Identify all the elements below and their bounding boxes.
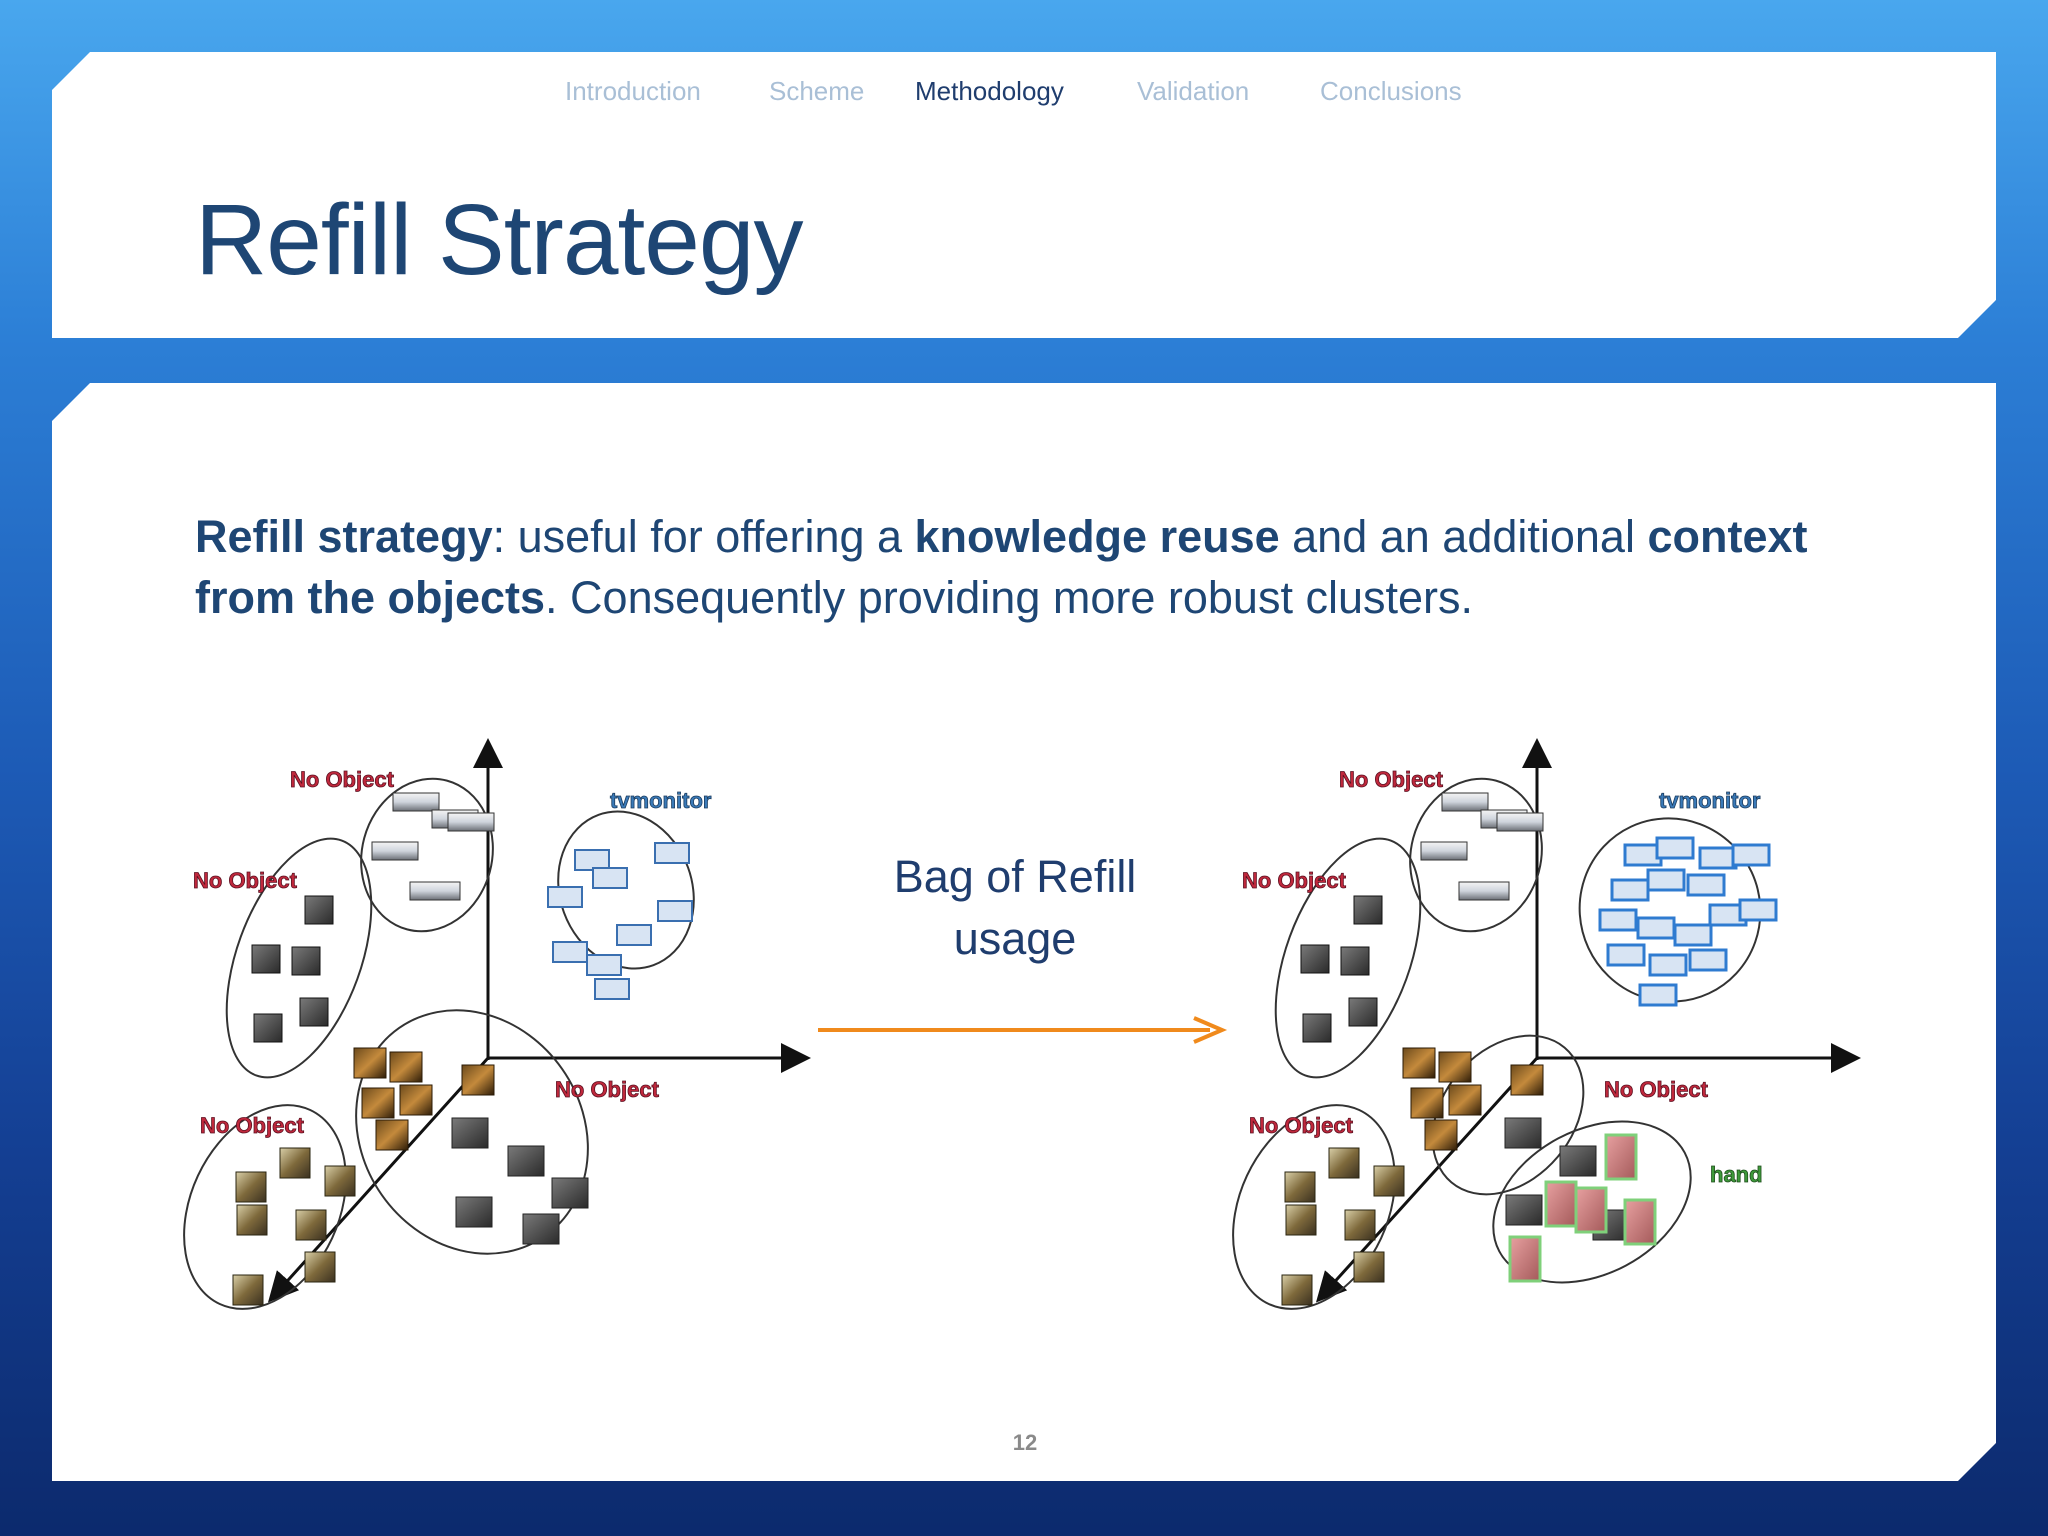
left-cluster-plot: No Object tvmonitor No Object No Object … xyxy=(183,738,811,1310)
nav-introduction[interactable]: Introduction xyxy=(565,76,701,106)
body-text-1: : useful for offering a xyxy=(492,511,915,562)
right-label-tvmonitor: tvmonitor xyxy=(1659,788,1761,813)
left-label-no-object-top: No Object xyxy=(290,767,395,792)
arrow-label: Bag of Refill usage xyxy=(893,851,1137,964)
body-text-3: . Consequently providing more robust clu… xyxy=(545,572,1473,623)
right-label-no-object-bottom: No Object xyxy=(1249,1113,1354,1138)
body-paragraph: Refill strategy: useful for offering a k… xyxy=(195,506,1895,628)
right-label-no-object-left: No Object xyxy=(1242,868,1347,893)
body-bold-2: context from the objects xyxy=(195,511,1808,623)
right-label-hand: hand xyxy=(1710,1162,1763,1187)
body-text-2: and an additional xyxy=(1279,511,1648,562)
right-label-no-object-right: No Object xyxy=(1604,1077,1709,1102)
transfer-arrow xyxy=(818,1016,1228,1044)
body-term: Refill strategy xyxy=(195,511,493,562)
page-title: Refill Strategy xyxy=(195,184,803,296)
right-label-no-object-top: No Object xyxy=(1339,767,1444,792)
nav-validation[interactable]: Validation xyxy=(1137,76,1250,106)
left-label-no-object-bottom: No Object xyxy=(200,1113,305,1138)
body-bold-1: knowledge reuse xyxy=(914,511,1280,562)
nav-conclusions[interactable]: Conclusions xyxy=(1320,76,1462,106)
left-label-no-object-left: No Object xyxy=(193,868,298,893)
page-number: 12 xyxy=(1012,1430,1038,1455)
header-panel xyxy=(52,52,1996,338)
nav-methodology[interactable]: Methodology xyxy=(915,76,1064,106)
left-label-tvmonitor: tvmonitor xyxy=(610,788,712,813)
right-cluster-plot: No Object tvmonitor No Object No Object … xyxy=(1232,738,1861,1310)
nav-scheme[interactable]: Scheme xyxy=(769,76,865,106)
left-label-no-object-right: No Object xyxy=(555,1077,660,1102)
